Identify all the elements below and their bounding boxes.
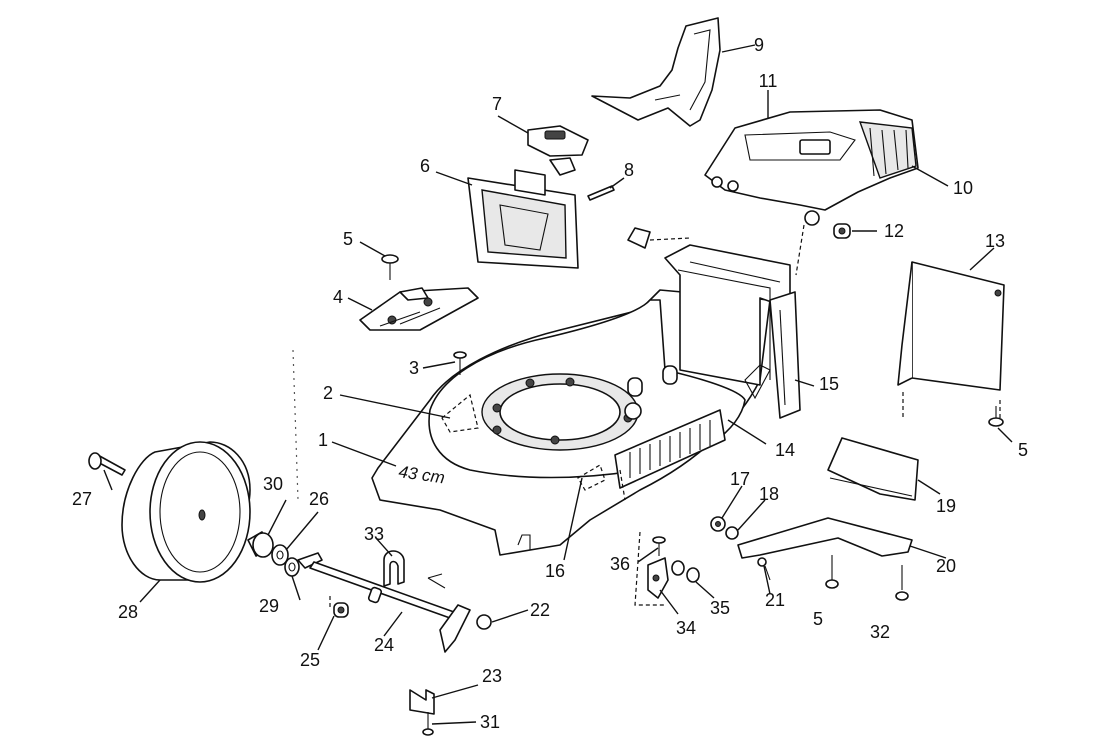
callout-18: 18 — [759, 484, 779, 504]
side-guard — [897, 261, 1005, 420]
callout-10: 10 — [953, 178, 973, 198]
callout-34: 34 — [676, 618, 696, 638]
callout-27: 27 — [72, 489, 92, 509]
screw-5-right — [988, 406, 1004, 427]
callout-labels: 9 11 7 6 8 10 12 13 5 4 3 2 1 15 14 5 16… — [72, 35, 1028, 732]
bracket-4 — [359, 287, 479, 331]
washer-26 — [271, 544, 289, 566]
screw-36 — [652, 536, 666, 556]
leader-lines — [103, 44, 1013, 725]
washer-17 — [710, 516, 726, 532]
callout-3: 3 — [409, 358, 419, 378]
callout-5-bottom: 5 — [813, 609, 823, 629]
flap — [591, 17, 721, 127]
callout-6: 6 — [420, 156, 430, 176]
callout-4: 4 — [333, 287, 343, 307]
callout-20: 20 — [936, 556, 956, 576]
latch — [527, 125, 589, 176]
pivot-34 — [647, 557, 669, 599]
callout-11: 11 — [759, 71, 778, 91]
nut-18 — [725, 526, 739, 540]
callout-9: 9 — [754, 35, 764, 55]
nut-12 — [833, 223, 851, 239]
callout-22: 22 — [530, 600, 550, 620]
callout-31: 31 — [480, 712, 500, 732]
mower-deck: 43 cm — [371, 244, 791, 556]
callout-16: 16 — [545, 561, 565, 581]
axle — [297, 552, 471, 653]
nut-25 — [333, 602, 349, 618]
screw-3 — [453, 351, 467, 375]
mount-holes — [492, 377, 633, 445]
callout-29: 29 — [259, 596, 279, 616]
deflector — [827, 437, 919, 501]
callout-5-top: 5 — [343, 229, 353, 249]
nut-35 — [671, 560, 700, 583]
chute-frame — [467, 169, 579, 269]
cap-22 — [476, 614, 492, 630]
screw-31 — [422, 712, 434, 736]
callout-14: 14 — [775, 440, 795, 460]
bracket-20 — [737, 517, 913, 559]
clamp-33 — [383, 550, 405, 587]
rear-cover — [704, 109, 919, 226]
washer-29 — [284, 557, 300, 577]
screw-5-bottom — [825, 555, 839, 589]
callout-2: 2 — [323, 383, 333, 403]
callout-30: 30 — [263, 474, 283, 494]
callout-15: 15 — [819, 374, 839, 394]
callout-33: 33 — [364, 524, 384, 544]
callout-24: 24 — [374, 635, 394, 655]
bracket-clip — [627, 227, 691, 249]
callout-8: 8 — [624, 160, 634, 180]
callout-28: 28 — [118, 602, 138, 622]
callout-19: 19 — [936, 496, 956, 516]
screw-5-top — [381, 254, 399, 280]
callout-17: 17 — [730, 469, 750, 489]
callout-35: 35 — [710, 598, 730, 618]
callout-23: 23 — [482, 666, 502, 686]
callout-13: 13 — [985, 231, 1005, 251]
screw-21 — [757, 557, 771, 581]
callout-5-right: 5 — [1018, 440, 1028, 460]
callout-36: 36 — [610, 554, 630, 574]
callout-1: 1 — [318, 430, 328, 450]
wheel — [121, 441, 251, 583]
screw-32 — [895, 565, 909, 601]
side-rail — [744, 291, 801, 419]
bolt-27 — [88, 452, 126, 476]
callout-26: 26 — [309, 489, 329, 509]
callout-21: 21 — [765, 590, 785, 610]
callout-7: 7 — [492, 94, 502, 114]
callout-12: 12 — [884, 221, 904, 241]
pin — [587, 185, 615, 201]
grille-slots — [629, 420, 711, 478]
clip-23 — [409, 689, 435, 715]
callout-32: 32 — [870, 622, 890, 642]
callout-25: 25 — [300, 650, 320, 670]
bushing-30 — [247, 531, 274, 558]
